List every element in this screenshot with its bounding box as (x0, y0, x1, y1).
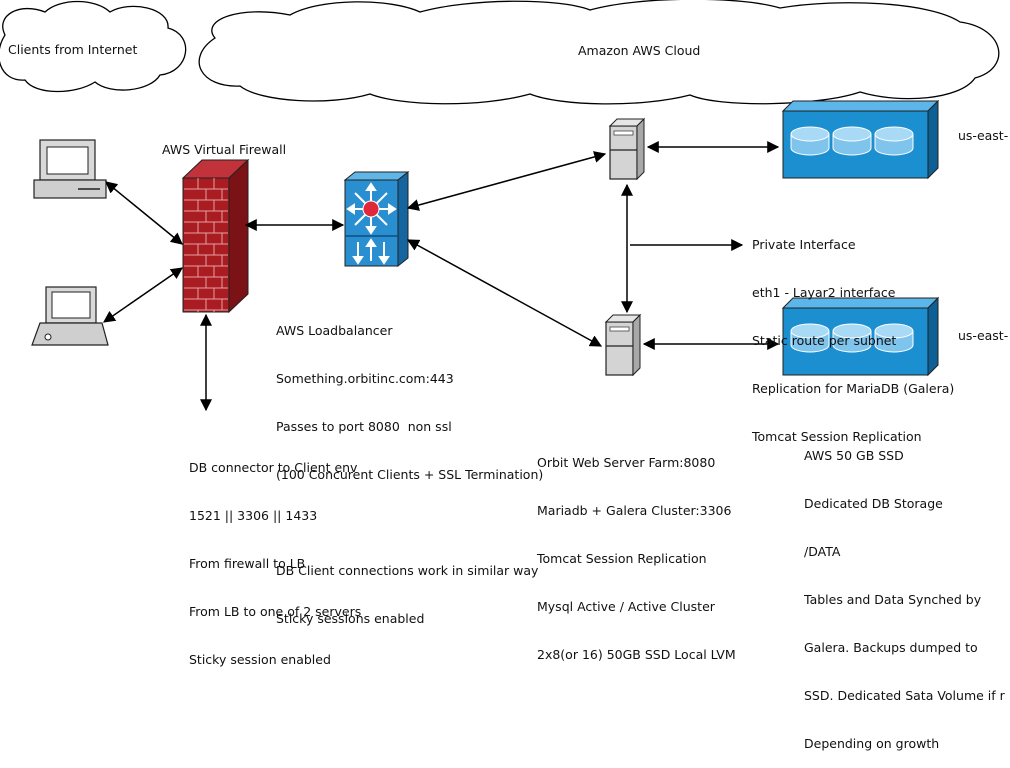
arrow-desktop-firewall (105, 181, 183, 245)
st-line: Dedicated DB Storage (804, 496, 943, 511)
sf-line: Orbit Web Server Farm:8080 (537, 455, 716, 470)
db-line: DB connector to Client env (189, 460, 358, 475)
pi-line: Private Interface (752, 237, 856, 252)
st-line: AWS 50 GB SSD (804, 448, 904, 463)
region-label-bottom: us-east- (958, 328, 1009, 343)
st-line: Tables and Data Synched by (804, 592, 982, 607)
pi-line: Replication for MariaDB (Galera) (752, 381, 955, 396)
private-interface-notes: Private Interface eth1 - Layar2 interfac… (752, 205, 954, 461)
region-label-top: us-east- (958, 128, 1009, 143)
st-line: /DATA (804, 544, 841, 559)
st-line: Depending on growth (804, 736, 940, 751)
connections (103, 141, 780, 412)
sf-line: Tomcat Session Replication (537, 551, 707, 566)
web-server-bottom-icon (604, 313, 642, 377)
lb-line: Passes to port 8080 non ssl (276, 419, 452, 434)
desktop-computer-icon (33, 139, 107, 199)
arrow-lb-server-top (406, 151, 607, 211)
sf-line: 2x8(or 16) 50GB SSD Local LVM (537, 647, 736, 662)
pi-line: Static route per subnet (752, 333, 897, 348)
loadbalancer-switch-icon (343, 170, 410, 268)
lb-line: AWS Loadbalancer (276, 323, 393, 338)
storage-array-bottom-icon (781, 296, 940, 377)
arrow-laptop-firewall (103, 267, 183, 323)
db-line: From LB to one of 2 servers (189, 604, 362, 619)
db-line: 1521 || 3306 || 1433 (189, 508, 318, 523)
architecture-diagram (0, 0, 1000, 412)
sf-line: Mariadb + Galera Cluster:3306 (537, 503, 732, 518)
db-line: From firewall to LB (189, 556, 306, 571)
sf-line: Mysql Active / Active Cluster (537, 599, 715, 614)
web-server-top-icon (608, 117, 646, 181)
server-farm-notes: Orbit Web Server Farm:8080 Mariadb + Gal… (537, 423, 736, 679)
aws-cloud-label: Amazon AWS Cloud (578, 43, 701, 58)
st-line: SSD. Dedicated Sata Volume if r (804, 688, 1005, 703)
lb-line: Something.orbitinc.com:443 (276, 371, 454, 386)
pi-line: eth1 - Layar2 interface (752, 285, 896, 300)
storage-array-top-icon (781, 99, 940, 180)
st-line: Galera. Backups dumped to (804, 640, 978, 655)
arrow-lb-server-bottom (406, 239, 603, 347)
internet-cloud-label: Clients from Internet (8, 42, 138, 57)
db-line: Sticky session enabled (189, 652, 331, 667)
internet-cloud (0, 0, 187, 93)
laptop-icon (31, 286, 109, 346)
firewall-label: AWS Virtual Firewall (162, 142, 287, 157)
lb-line: (100 Concurent Clients + SSL Termination… (276, 467, 544, 482)
firewall-icon (181, 158, 250, 314)
pi-line: Tomcat Session Replication (752, 429, 922, 444)
db-connector-notes: DB connector to Client env 1521 || 3306 … (189, 428, 361, 684)
storage-notes: AWS 50 GB SSD Dedicated DB Storage /DATA… (804, 416, 1010, 768)
aws-cloud (198, 0, 1000, 105)
